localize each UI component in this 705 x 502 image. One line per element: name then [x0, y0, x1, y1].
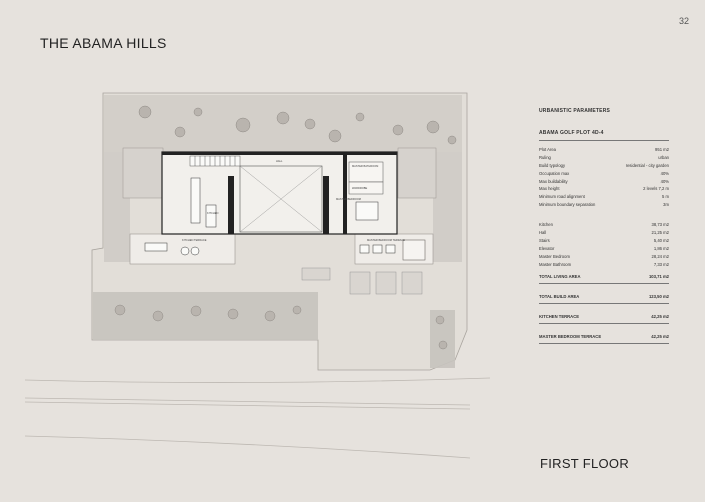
parameter-value: 40%: [660, 178, 669, 184]
label-kitchen: KITCHEN: [207, 211, 219, 215]
area-value: 38,73 m2: [651, 222, 669, 228]
parameter-label: Plot Area: [539, 147, 556, 152]
total-living-area-label: TOTAL LIVING AREA: [539, 274, 581, 280]
parameter-value: urban: [658, 154, 669, 160]
area-row: Stairs 5,40 m2: [539, 237, 669, 245]
parameter-label: Ruling: [539, 154, 551, 160]
area-value: 7,33 m2: [653, 261, 669, 267]
area-label: Master Bedroom: [539, 253, 570, 259]
area-row: Hall 21,25 m2: [539, 229, 669, 237]
total-living-area: TOTAL LIVING AREA 103,71 m2: [539, 274, 669, 280]
total-row: MASTER BEDROOM TERRACE 42,25 m2: [539, 334, 669, 340]
plot-title: ABAMA GOLF PLOT 4D-4: [539, 130, 604, 136]
area-list: Kitchen 38,73 m2 Hall 21,25 m2 Stairs 5,40 m2…: [539, 221, 669, 268]
pool: [402, 239, 426, 261]
sunbeds: [301, 267, 423, 295]
area-label: Hall: [539, 230, 547, 236]
floor-title: FIRST FLOOR: [540, 456, 630, 471]
parameter-label: Minimum road alignment: [539, 194, 585, 200]
parameter-value: 951 m2: [655, 147, 669, 152]
parameter-row: Minimum road alignment 5 m: [539, 193, 669, 201]
label-kitchen-terrace: KITCHEN TERRACE: [182, 238, 207, 242]
total-row: TOTAL BUILD AREA 123,50 m2: [539, 294, 669, 300]
area-label: Elevator: [539, 245, 555, 251]
parameter-value: 3m: [663, 202, 669, 208]
area-value: 28,24 m2: [651, 253, 669, 259]
label-hall: HALL: [276, 159, 283, 163]
wardrobe: [348, 181, 384, 195]
terrace-left-upper: [122, 147, 164, 199]
label-master-bedroom: MASTER BEDROOM: [336, 197, 361, 201]
area-row: Kitchen 38,73 m2: [539, 221, 669, 229]
kitchen-island: [190, 177, 201, 224]
document-title: THE ABAMA HILLS: [40, 35, 167, 51]
parameter-row: Max buildability 40%: [539, 178, 669, 186]
parameter-row: Plot Area 951 m2: [539, 146, 669, 154]
parameter-row: Max height 2 levels 7,2 m: [539, 185, 669, 193]
total-label: KITCHEN TERRACE: [539, 314, 580, 320]
area-value: 21,25 m2: [651, 230, 669, 236]
area-label: Kitchen: [539, 222, 553, 228]
parameter-value: 2 levels 7,2 m: [643, 186, 669, 192]
bed: [355, 201, 379, 221]
area-label: Master Bathroom: [539, 261, 572, 267]
area-value: 5,40 m2: [653, 237, 669, 243]
site-lines: [24, 377, 491, 459]
dining-table: [205, 204, 217, 228]
total-value: 42,25 m2: [651, 314, 669, 320]
side-garden-right: [433, 152, 462, 262]
total-living-area-value: 103,71 m2: [648, 274, 669, 280]
parameter-value: 40%: [660, 170, 669, 176]
label-master-bathroom: MASTER BATHROOM: [352, 164, 378, 168]
area-row: Elevator 1,86 m2: [539, 245, 669, 253]
walls: [162, 152, 397, 234]
total-row: KITCHEN TERRACE 42,25 m2: [539, 314, 669, 320]
area-row: Master Bathroom 7,33 m2: [539, 261, 669, 269]
area-value: 1,86 m2: [653, 245, 669, 251]
terrace-furniture: [144, 242, 396, 256]
parameters-heading: URBANISTIC PARAMETERS: [539, 108, 611, 114]
area-row: Master Bedroom 28,24 m2: [539, 253, 669, 261]
totals-list: TOTAL BUILD AREA 123,50 m2 KITCHEN TERRACE…: [539, 294, 669, 345]
parameter-row: Build typology residential - city garden: [539, 162, 669, 170]
parameter-row: Minimum boundary separation 3m: [539, 201, 669, 209]
stairs: [189, 155, 241, 167]
total-value: 42,25 m2: [651, 334, 669, 340]
parameter-row: Ruling urban: [539, 154, 669, 162]
parameter-label: Occupation max: [539, 170, 570, 176]
parameter-row: Occupation max 40%: [539, 170, 669, 178]
parameter-label: Minimum boundary separation: [539, 202, 596, 208]
parameter-label: Max buildability: [539, 178, 568, 184]
parameters-panel: URBANISTIC PARAMETERS ABAMA GOLF PLOT 4D…: [539, 108, 669, 354]
area-label: Stairs: [539, 237, 550, 243]
label-wardrobe: WARDROBE: [352, 186, 367, 190]
terrace-right-upper: [397, 147, 437, 199]
total-value: 123,50 m2: [648, 294, 669, 300]
page-number: 32: [678, 16, 689, 26]
parameter-label: Max height: [539, 186, 560, 192]
parameter-value: 5 m: [662, 194, 669, 200]
total-label: TOTAL BUILD AREA: [539, 294, 580, 300]
total-label: MASTER BEDROOM TERRACE: [539, 334, 602, 340]
trees: [114, 105, 457, 350]
parameter-label: Build typology: [539, 162, 566, 168]
parameter-value: residential - city garden: [625, 162, 669, 168]
lower-garden-left: [93, 292, 318, 340]
label-master-bedroom-terrace: MASTER BEDROOM TERRACE: [367, 238, 405, 242]
